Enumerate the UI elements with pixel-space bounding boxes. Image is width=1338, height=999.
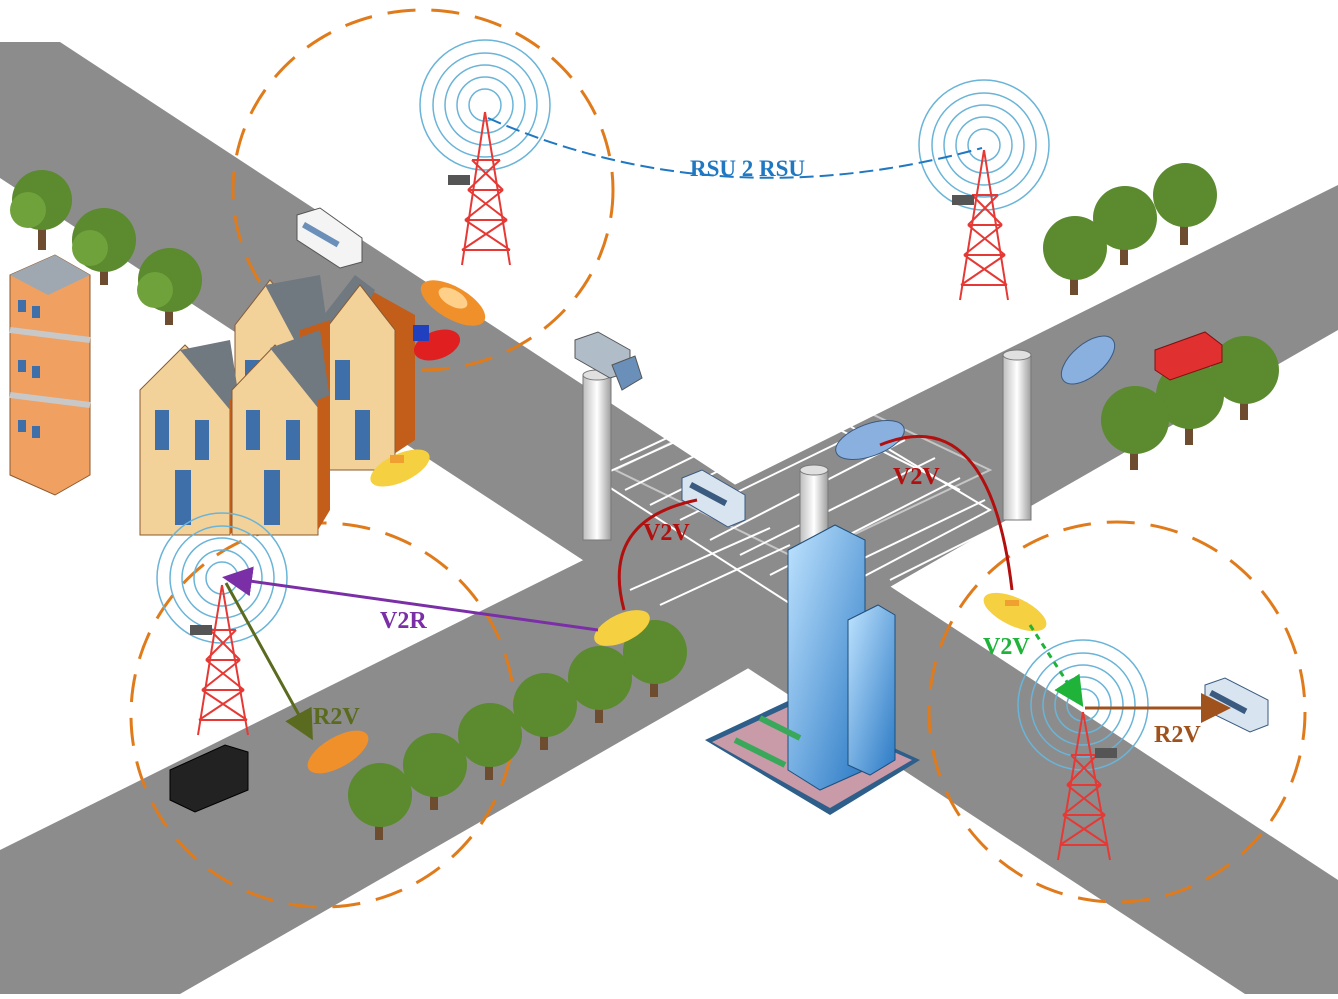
bus-icon [1154, 331, 1223, 381]
label-r2v-right: R2V [1154, 722, 1201, 748]
label-v2v-mid: V2V [643, 520, 690, 546]
tree-icon [403, 733, 467, 810]
cell-tower-icon [197, 584, 249, 736]
car-icon [1060, 335, 1116, 385]
tree-icon [1093, 186, 1157, 265]
bus-icon [681, 469, 746, 528]
camera-icon [448, 175, 470, 185]
cell-tower-icon [1057, 711, 1111, 861]
v2r-link [222, 566, 599, 632]
tree-icon [568, 646, 632, 723]
coverage-zone-top [231, 8, 615, 372]
bus-icon [296, 207, 363, 269]
rsu-tower-left [156, 512, 288, 736]
bus-icon [1204, 677, 1269, 733]
tree-icon [458, 703, 522, 780]
car-icon [307, 730, 369, 774]
communication-links [222, 117, 1231, 741]
rsu-tower-top-left [419, 39, 551, 266]
tree-group-right [1043, 163, 1279, 470]
signal-rings [918, 79, 1050, 211]
car-icon [420, 280, 486, 326]
v2v-link-mid [617, 498, 698, 611]
tree-group-upper-left [10, 170, 202, 325]
camera-icon [190, 625, 212, 635]
car-icon [413, 325, 461, 361]
tree-icon [348, 763, 412, 840]
apartment-icon [9, 254, 91, 496]
tree-group-bottom [348, 620, 687, 840]
tree-icon [1101, 386, 1169, 470]
tree-icon [72, 208, 136, 285]
truck-icon [574, 331, 643, 391]
rsu2rsu-link [487, 117, 983, 179]
taxi-icon [983, 592, 1047, 632]
tree-icon [137, 248, 202, 325]
vehicles [169, 207, 1269, 813]
tree-icon [623, 620, 687, 697]
tree-icon [1153, 163, 1217, 245]
taxi-icon [594, 610, 650, 646]
rsu-tower-top-right [918, 79, 1050, 301]
signal-rings [419, 39, 551, 171]
label-rsu2rsu: RSU 2 RSU [690, 156, 805, 181]
coverage-zone-right [927, 520, 1307, 904]
tree-icon [1043, 216, 1107, 295]
house-row [139, 275, 415, 536]
tree-icon [10, 170, 72, 250]
car-icon [835, 420, 905, 460]
label-v2v-top: V2V [893, 464, 940, 490]
pillar-icon [582, 369, 612, 541]
house-icon [139, 340, 240, 536]
cell-tower-icon [959, 149, 1009, 301]
label-r2v-left: R2V [313, 704, 360, 730]
signal-rings [156, 512, 288, 644]
v2v-link-right [1028, 624, 1084, 708]
label-v2v-right: V2V [983, 634, 1030, 660]
r2v-link-left [224, 582, 313, 741]
camera-icon [1095, 748, 1117, 758]
cell-tower-icon [461, 111, 511, 266]
pillar-icon [1002, 349, 1032, 521]
label-v2r: V2R [380, 608, 427, 634]
v2v-link-top [879, 434, 1014, 591]
house-icon [320, 275, 415, 471]
suv-icon [169, 744, 249, 813]
taxi-icon [370, 449, 430, 487]
house-icon [231, 330, 330, 536]
skyscraper-icon [705, 524, 920, 815]
tree-icon [513, 673, 577, 750]
tree-icon [1211, 336, 1279, 420]
camera-icon [952, 195, 974, 205]
